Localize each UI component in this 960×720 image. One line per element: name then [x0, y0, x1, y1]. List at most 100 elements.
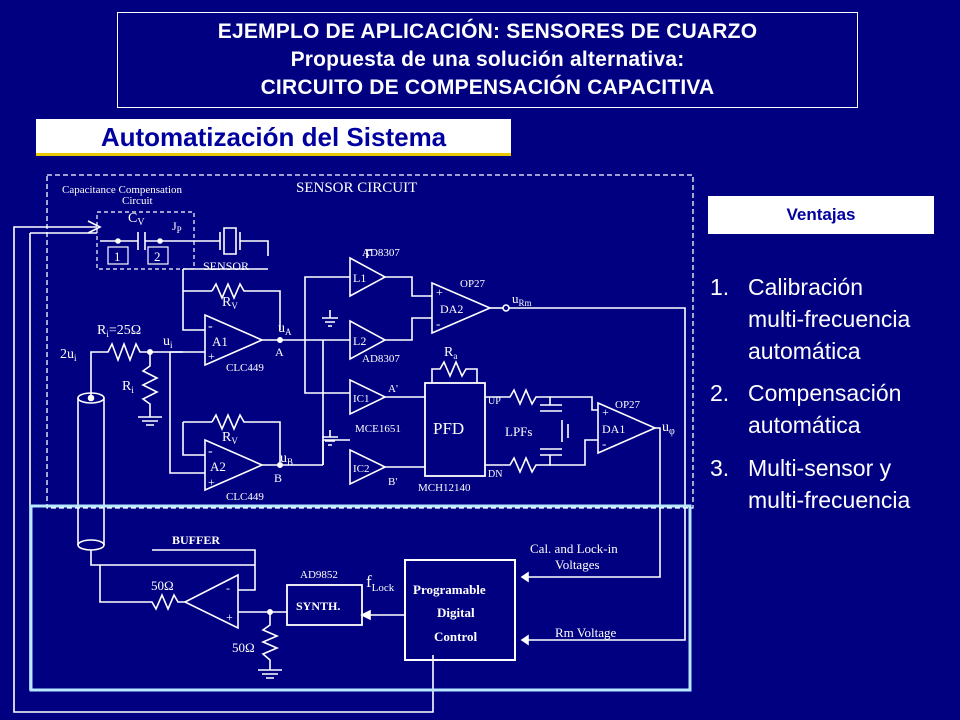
urm-label: uRm	[512, 291, 532, 308]
dn-label: DN	[488, 469, 502, 480]
rv-top-resistor	[183, 281, 281, 330]
advantage-line: Compensación	[748, 380, 902, 406]
mch12140-label: MCH12140	[418, 482, 471, 494]
rv-bottom-label: RV	[222, 430, 238, 446]
pdc-label-1: Programable	[413, 582, 486, 597]
advantage-line: automática	[748, 338, 861, 364]
digital-control-block	[404, 559, 516, 661]
a1-opamp	[204, 313, 264, 367]
svg-text:-: -	[436, 316, 440, 331]
svg-text:-: -	[226, 581, 230, 595]
two-ui-label: 2ui	[60, 347, 77, 363]
cap-comp-label-2: Circuit	[122, 195, 153, 207]
header-box: EJEMPLO DE APLICACIÓN: SENSORES DE CUARZ…	[117, 12, 858, 108]
pfd-block	[424, 382, 486, 477]
synth-block	[286, 584, 363, 626]
jp-label: JP	[172, 219, 182, 235]
r50-bottom-resistor	[260, 612, 280, 670]
feedback-loop	[13, 226, 434, 713]
advantage-number: 2.	[710, 380, 730, 406]
advantage-item-3: 3. Multi-sensor y multi-frecuencia	[710, 453, 950, 515]
buffer-amplifier	[183, 573, 239, 630]
a-node-label: A	[275, 345, 284, 359]
a2-opamp	[204, 438, 264, 492]
advantage-number: 1.	[710, 274, 730, 300]
ui-label: ui	[163, 334, 173, 350]
switch-position-1	[107, 246, 129, 265]
svg-text:-: -	[208, 444, 213, 459]
advantage-item-2: 2. Compensación automática	[710, 378, 950, 440]
header-line-1: EJEMPLO DE APLICACIÓN: SENSORES DE CUARZ…	[217, 20, 758, 43]
ra-label: Ra	[444, 345, 457, 361]
ri-series-label: Ri=25Ω	[97, 323, 141, 339]
ri-series-resistor	[98, 341, 183, 363]
advantage-line: multi-frecuencia	[748, 487, 911, 513]
rv-bottom-resistor	[211, 412, 281, 462]
ub-label: uB	[280, 451, 293, 467]
svg-text:+: +	[208, 475, 215, 489]
b-prime-label: B'	[388, 476, 397, 488]
pdc-label-3: Control	[434, 629, 477, 644]
switch-position-2-label: 2	[154, 249, 161, 264]
coax-cylinder	[77, 398, 105, 545]
switch-position-1-label: 1	[114, 249, 121, 264]
ad8307-bottom-label: AD8307	[362, 353, 400, 365]
lpfs-label: LPFs	[505, 424, 532, 439]
svg-text:-: -	[602, 436, 606, 451]
ri-shunt-resistor	[141, 352, 159, 417]
up-label: UP	[488, 396, 501, 407]
cal-lockin-label-2: Voltages	[555, 557, 600, 572]
advantage-number: 3.	[710, 455, 730, 481]
l1-label: L1	[353, 271, 366, 285]
buffer-label: BUFFER	[172, 533, 220, 547]
mce1651-label: MCE1651	[355, 423, 401, 435]
clc449-top-label: CLC449	[226, 362, 264, 374]
a-prime-label: A'	[388, 383, 398, 395]
rm-voltage-label: Rm Voltage	[555, 625, 617, 640]
advantage-item-1: 1. Calibración multi-frecuencia automáti…	[710, 272, 950, 364]
svg-text:-: -	[208, 319, 213, 334]
header-line-2: Propuesta de una solución alternativa:	[290, 48, 685, 71]
sensor-circuit-boundary	[46, 174, 694, 509]
da2-label: DA2	[440, 302, 463, 316]
a1-label: A1	[212, 334, 228, 349]
b-node-label: B	[274, 471, 282, 485]
ra-resistor	[431, 359, 478, 383]
advantage-line: Calibración	[748, 274, 864, 300]
op27-bottom-label: OP27	[615, 399, 641, 411]
ic2-comparator	[349, 448, 387, 486]
ground-symbol	[138, 416, 162, 426]
clc449-bottom-label: CLC449	[226, 491, 264, 503]
sensor-crystal	[176, 227, 269, 256]
cap-comp-label-1: Capacitance Compensation	[62, 184, 183, 196]
advantage-line: Multi-sensor y	[748, 455, 892, 481]
r50-bottom-label: 50Ω	[232, 640, 255, 655]
section-title: Automatización del Sistema	[36, 119, 511, 156]
l2-amplifier	[349, 319, 387, 361]
pdc-label-2: Digital	[437, 605, 475, 620]
advantages-heading: Ventajas	[708, 196, 934, 234]
da1-label: DA1	[602, 422, 625, 436]
cal-lockin-label-1: Cal. and Lock-in	[530, 541, 618, 556]
da2-amplifier	[431, 281, 493, 335]
advantage-line: multi-frecuencia	[748, 306, 911, 332]
svg-text:+: +	[208, 349, 215, 363]
input-arrow	[87, 220, 102, 234]
l1-amplifier	[349, 256, 387, 298]
uphi-label: uφ	[662, 420, 675, 437]
pfd-label: PFD	[433, 419, 464, 438]
l2-label: L2	[353, 334, 366, 348]
op27-top-label: OP27	[460, 278, 486, 290]
cv-label: CV	[128, 211, 145, 228]
flock-label: fLock	[366, 572, 395, 594]
synth-label: SYNTH.	[296, 599, 340, 613]
ic2-label: IC2	[353, 463, 370, 475]
ad9852-label: AD9852	[300, 569, 338, 581]
a2-label: A2	[210, 459, 226, 474]
da1-amplifier	[597, 401, 657, 455]
header-line-3: CIRCUITO DE COMPENSACIÓN CAPACITIVA	[260, 76, 715, 99]
svg-text:+: +	[226, 610, 233, 624]
ic1-comparator	[349, 378, 387, 416]
advantage-line: automática	[748, 412, 861, 438]
